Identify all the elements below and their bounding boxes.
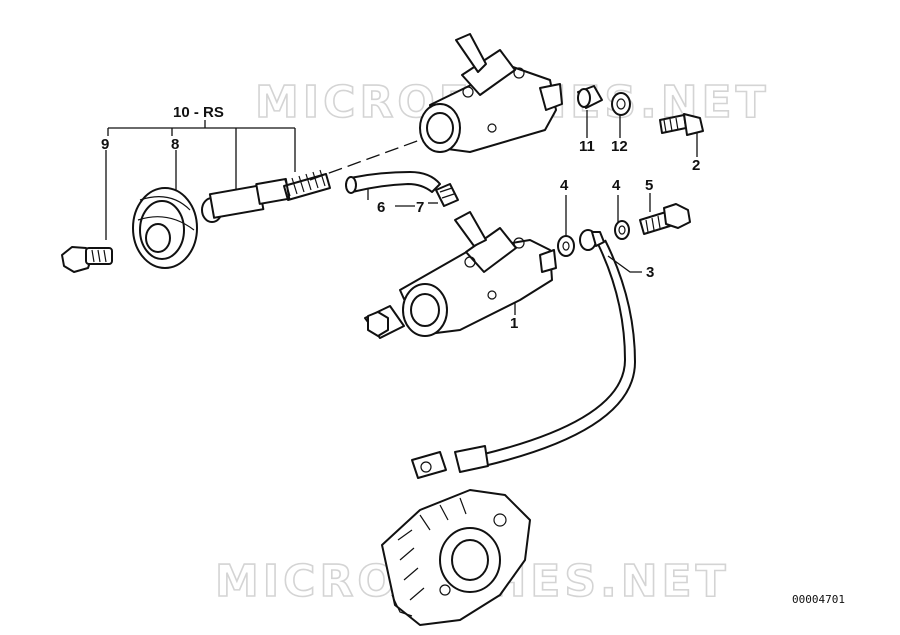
slave-cylinder-part-1 [364, 211, 557, 339]
leader-lines [105, 110, 698, 315]
callout-4-left: 4 [560, 177, 569, 194]
washer-part-12 [611, 92, 631, 116]
callout-8: 8 [171, 136, 179, 153]
callout-1: 1 [510, 315, 518, 332]
figure-code: 00004701 [792, 593, 845, 606]
callout-12: 12 [611, 138, 628, 155]
callout-9: 9 [101, 136, 109, 153]
callout-11: 11 [579, 138, 595, 155]
callout-5: 5 [645, 177, 653, 194]
callout-10-rs: 10 - RS [173, 104, 224, 121]
piston-spring-part-10 [201, 169, 331, 223]
clip-part-7 [435, 183, 459, 207]
callout-7: 7 [416, 199, 424, 216]
transmission-housing [381, 489, 531, 626]
screw-part-2 [659, 113, 704, 136]
banjo-bolt-part-5 [639, 203, 691, 235]
sleeve-part-11 [577, 85, 603, 109]
callout-2: 2 [692, 157, 700, 174]
slave-cylinder-exploded [419, 33, 563, 153]
group-bracket [107, 120, 296, 136]
hose-line-part-3 [411, 229, 637, 479]
washer-part-4-right [614, 220, 630, 240]
rubber-boot-part-8 [132, 187, 198, 269]
callout-4-right: 4 [612, 177, 621, 194]
bleed-screw-part-9 [61, 246, 113, 273]
washer-part-4-left [557, 235, 575, 257]
hose-part-6 [345, 171, 441, 194]
callout-6: 6 [377, 199, 385, 216]
callout-3: 3 [646, 264, 654, 281]
